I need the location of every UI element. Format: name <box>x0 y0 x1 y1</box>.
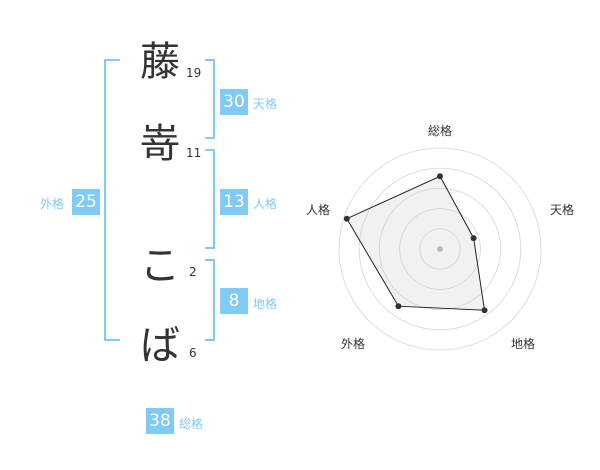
name-char-2: 嵜 <box>140 121 180 167</box>
gaikaku-badge: 25 <box>72 189 100 215</box>
tenkaku-bracket <box>205 59 215 139</box>
gaikaku-label: 外格 <box>40 197 65 211</box>
radar-center <box>437 246 443 252</box>
chikaku-label: 地格 <box>253 297 278 311</box>
jinkaku-label: 人格 <box>253 197 278 211</box>
radar-label-chikaku: 地格 <box>511 337 536 351</box>
gaikaku-bracket <box>104 59 120 341</box>
radar-ring-2 <box>358 167 522 331</box>
radar-ring-3 <box>378 187 502 311</box>
radar-point-2 <box>470 235 477 242</box>
jinkaku-bracket <box>205 149 215 249</box>
name-char-4: ば <box>140 323 180 369</box>
radar-ring-1 <box>338 147 542 351</box>
radar-point-5 <box>343 215 350 222</box>
soukaku-badge: 38 <box>146 408 174 434</box>
soukaku-label: 総格 <box>179 417 204 431</box>
stroke-count-4: 6 <box>189 346 197 360</box>
stroke-count-1: 19 <box>186 66 202 80</box>
jinkaku-badge: 13 <box>220 189 248 215</box>
stroke-count-2: 11 <box>186 146 202 160</box>
radar-label-gaikaku: 外格 <box>341 337 366 351</box>
tenkaku-badge: 30 <box>220 89 248 115</box>
radar-ring-4 <box>399 208 481 290</box>
radar-point-3 <box>481 307 488 314</box>
tenkaku-label: 天格 <box>253 97 278 111</box>
radar-polygon <box>346 175 486 311</box>
name-char-3: こ <box>140 243 180 289</box>
radar-ring-5 <box>419 228 461 270</box>
radar-label-tenkaku: 天格 <box>550 203 575 217</box>
chikaku-bracket <box>205 259 215 341</box>
stroke-count-3: 2 <box>189 265 197 279</box>
radar-point-1 <box>437 173 443 180</box>
radar-point-4 <box>395 303 402 310</box>
name-char-1: 藤 <box>140 39 180 85</box>
radar-label-soukaku: 総格 <box>428 124 453 138</box>
chikaku-badge: 8 <box>220 288 248 314</box>
radar-label-jinkaku: 人格 <box>306 203 331 217</box>
